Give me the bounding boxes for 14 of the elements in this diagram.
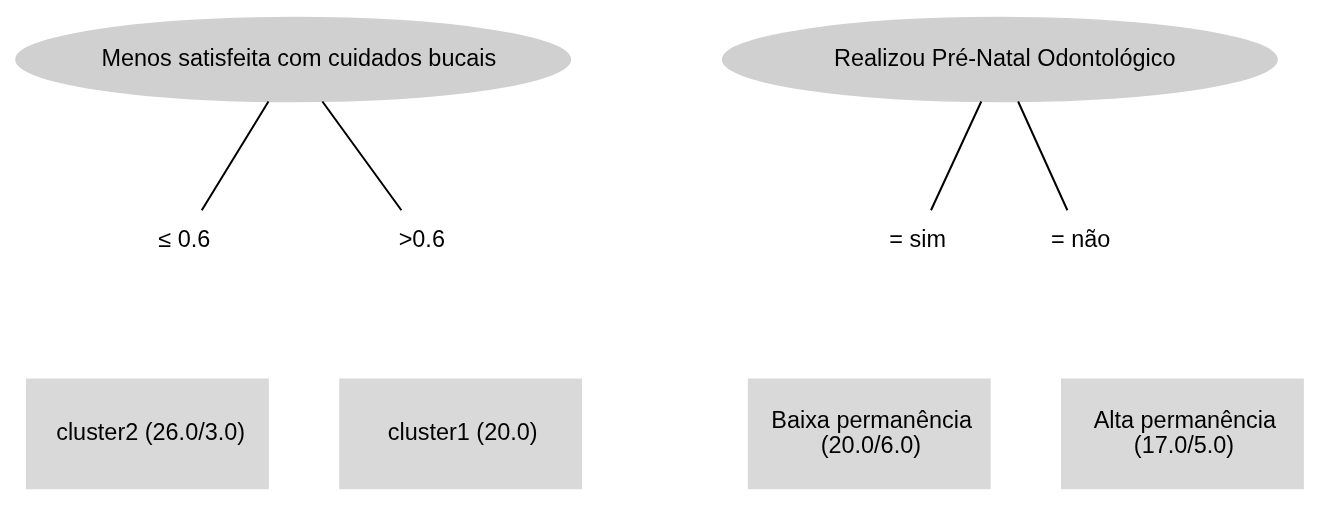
connector [200,101,270,211]
connector [930,101,983,211]
node-box: cluster1 (20.0) [339,378,583,490]
node-box: cluster2 (26.0/3.0) [26,378,269,490]
node-text: >0.6 [398,225,445,252]
connector [1017,101,1069,211]
node-ellipse: Realizou Pré-Natal Odontológico [721,16,1278,103]
node-text: ≤ 0.6 [158,225,211,252]
connector [321,100,403,211]
node-ellipse: Menos satisfeita com cuidados bucais [15,16,572,103]
node-text: = sim [889,225,947,252]
node-text: = não [1050,225,1111,252]
node-box: Baixa permanência (20.0/6.0) [747,378,991,490]
node-box: Alta permanência (17.0/5.0) [1061,378,1304,490]
